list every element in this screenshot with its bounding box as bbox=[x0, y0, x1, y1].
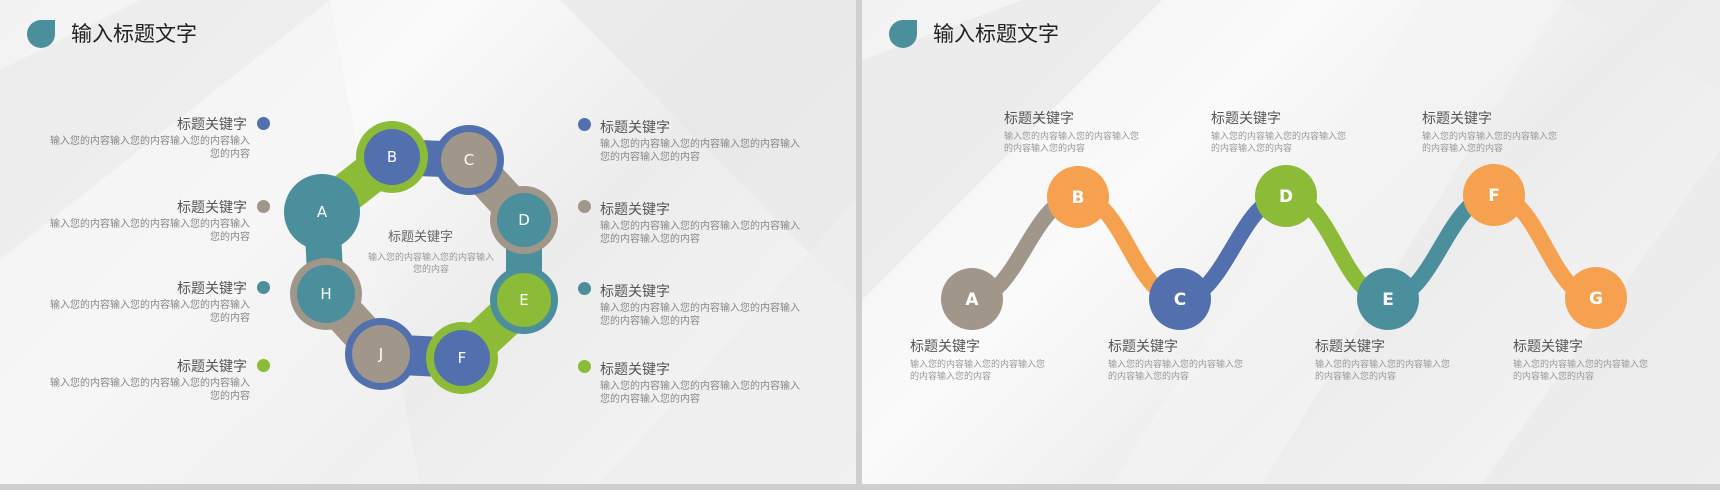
wave-node-label: B bbox=[1072, 188, 1085, 208]
center-title: 标题关键字 bbox=[388, 230, 454, 245]
right-item-desc: 输入您的内容输入您的内容输入您的内容输入您的内容输入您的内容 bbox=[600, 221, 800, 245]
right-item-dot bbox=[578, 118, 591, 131]
ring-diagram: A B C D E F J H bbox=[284, 121, 558, 394]
right-item-title: 标题关键字 bbox=[600, 202, 670, 218]
top-item-desc: 输入您的内容输入您的内容输入您的内容输入您的内容 bbox=[1211, 132, 1347, 154]
ring-node-label: C bbox=[464, 151, 474, 169]
left-item-dot bbox=[257, 117, 270, 130]
bottom-item-desc: 输入您的内容输入您的内容输入您的内容输入您的内容 bbox=[1315, 360, 1451, 382]
right-item-desc: 输入您的内容输入您的内容输入您的内容输入您的内容输入您的内容 bbox=[600, 303, 800, 327]
wave-node-label: C bbox=[1174, 290, 1186, 310]
leaf-logo-icon bbox=[27, 20, 55, 48]
ring-node-label: H bbox=[320, 285, 331, 303]
right-item-title: 标题关键字 bbox=[600, 120, 670, 136]
leaf-logo-icon-right bbox=[889, 20, 917, 48]
left-item-title: 标题关键字 bbox=[177, 200, 247, 216]
right-item-desc: 输入您的内容输入您的内容输入您的内容输入您的内容输入您的内容 bbox=[600, 139, 800, 163]
right-item-dot bbox=[578, 360, 591, 373]
wave-node-label: F bbox=[1488, 186, 1500, 206]
right-item-title: 标题关键字 bbox=[600, 362, 670, 378]
ring-node bbox=[297, 265, 355, 323]
wave-node bbox=[1255, 165, 1317, 227]
top-item-desc: 输入您的内容输入您的内容输入您的内容输入您的内容 bbox=[1422, 132, 1558, 154]
ring-node-label: F bbox=[458, 349, 467, 367]
left-item-dot bbox=[257, 359, 270, 372]
wave-node bbox=[1463, 164, 1525, 226]
left-item-desc: 输入您的内容输入您的内容输入您的内容输入您的内容 bbox=[50, 136, 250, 160]
left-item-desc: 输入您的内容输入您的内容输入您的内容输入您的内容 bbox=[50, 300, 250, 324]
ring-node-label: D bbox=[518, 211, 530, 229]
right-item-dot bbox=[578, 200, 591, 213]
ring-node bbox=[364, 129, 420, 185]
ring-node-label: J bbox=[378, 345, 383, 363]
ring-node-label: B bbox=[387, 148, 397, 166]
top-item-title: 标题关键字 bbox=[1422, 111, 1492, 127]
wave-diagram: A B C D E F G bbox=[941, 164, 1627, 330]
bottom-item-desc: 输入您的内容输入您的内容输入您的内容输入您的内容 bbox=[1108, 360, 1244, 382]
ring-node-label: E bbox=[519, 291, 528, 309]
top-item-title: 标题关键字 bbox=[1004, 111, 1074, 127]
bottom-item-desc: 输入您的内容输入您的内容输入您的内容输入您的内容 bbox=[910, 360, 1046, 382]
bottom-item-title: 标题关键字 bbox=[1513, 339, 1583, 355]
left-item-desc: 输入您的内容输入您的内容输入您的内容输入您的内容 bbox=[50, 219, 250, 243]
ring-node bbox=[497, 193, 551, 247]
left-item-title: 标题关键字 bbox=[177, 117, 247, 133]
ring-node bbox=[352, 325, 410, 383]
slide-divider bbox=[856, 0, 862, 490]
wave-node bbox=[1149, 268, 1211, 330]
top-item-title: 标题关键字 bbox=[1211, 111, 1281, 127]
bottom-item-desc: 输入您的内容输入您的内容输入您的内容输入您的内容 bbox=[1513, 360, 1649, 382]
wave-node-label: E bbox=[1382, 290, 1394, 310]
ring-node bbox=[434, 330, 490, 386]
right-item-title: 标题关键字 bbox=[600, 284, 670, 300]
top-item-desc: 输入您的内容输入您的内容输入您的内容输入您的内容 bbox=[1004, 132, 1140, 154]
wave-node bbox=[941, 268, 1003, 330]
slide-left: 输入标题文字 A B C D E F J H 标题关键字 输入您的内容输入您的内容输入您的内容… bbox=[0, 0, 856, 484]
ring-node bbox=[286, 176, 358, 248]
slide-title-right: 输入标题文字 bbox=[933, 22, 1059, 46]
wave-node-label: A bbox=[965, 290, 979, 310]
ring-node bbox=[497, 273, 551, 327]
ring-node bbox=[441, 132, 497, 188]
wave-node bbox=[1047, 166, 1109, 228]
wave-node-label: G bbox=[1589, 289, 1603, 309]
wave-node bbox=[1357, 268, 1419, 330]
bottom-item-title: 标题关键字 bbox=[910, 339, 980, 355]
ring-node-label: A bbox=[317, 203, 328, 221]
bottom-item-title: 标题关键字 bbox=[1315, 339, 1385, 355]
left-item-desc: 输入您的内容输入您的内容输入您的内容输入您的内容 bbox=[50, 378, 250, 402]
left-item-dot bbox=[257, 281, 270, 294]
left-item-title: 标题关键字 bbox=[177, 281, 247, 297]
bottom-item-title: 标题关键字 bbox=[1108, 339, 1178, 355]
slide-title: 输入标题文字 bbox=[71, 22, 197, 46]
left-item-dot bbox=[257, 200, 270, 213]
wave-node bbox=[1565, 267, 1627, 329]
center-desc: 输入您的内容输入您的内容输入您的内容 bbox=[367, 253, 494, 275]
left-item-title: 标题关键字 bbox=[177, 359, 247, 375]
bottom-bar bbox=[0, 484, 1720, 490]
right-item-dot bbox=[578, 282, 591, 295]
wave-node-label: D bbox=[1279, 187, 1293, 207]
background-facets bbox=[0, 0, 856, 484]
right-item-desc: 输入您的内容输入您的内容输入您的内容输入您的内容输入您的内容 bbox=[600, 381, 800, 405]
